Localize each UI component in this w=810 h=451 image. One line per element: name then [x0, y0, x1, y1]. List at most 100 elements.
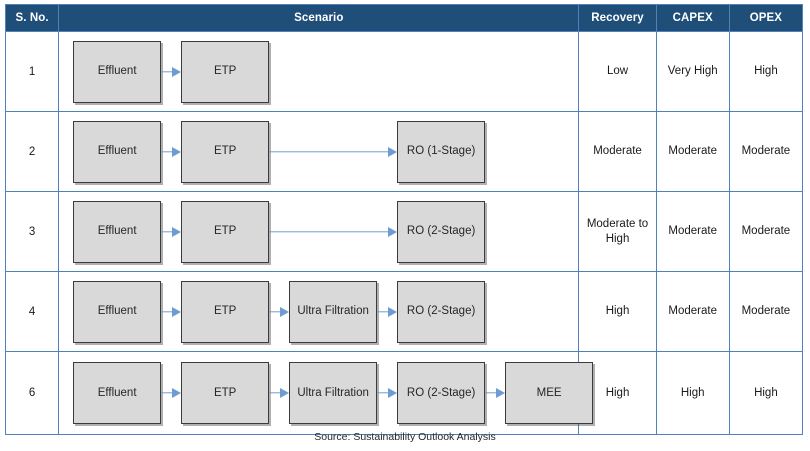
process-node-label: ETP	[213, 305, 237, 318]
process-node-label: ETP	[213, 225, 237, 238]
arrow-shaft	[269, 392, 282, 394]
flow-arrow-icon	[161, 387, 182, 399]
process-node-label: Effluent	[97, 305, 137, 318]
process-node-label: RO (2-Stage)	[406, 225, 476, 238]
arrow-head	[496, 388, 506, 398]
cell-serial-number: 4	[4, 271, 60, 352]
cell-capex: Very High	[655, 31, 730, 112]
process-node: Effluent	[73, 40, 162, 103]
header-cell-capex: CAPEX	[655, 4, 730, 32]
process-node: ETP	[181, 120, 270, 183]
process-flow: Effluent ETP RO (2-Stage)	[59, 192, 578, 271]
header-cell-recovery: Recovery	[578, 4, 657, 32]
table-row: 2 Effluent ETP RO (1-Stage) Moderate Moderate…	[4, 111, 804, 192]
flow-arrow-icon	[269, 306, 290, 318]
arrow-shaft	[269, 230, 390, 233]
flow-arrow-icon	[485, 387, 506, 399]
cell-scenario-flow: Effluent ETP RO (1-Stage)	[58, 111, 580, 192]
arrow-head	[172, 388, 182, 398]
process-node: Effluent	[73, 280, 162, 343]
arrow-shaft	[269, 150, 390, 153]
process-node: Ultra Filtration	[289, 280, 378, 343]
cell-opex: High	[728, 31, 804, 112]
arrow-head	[388, 306, 398, 317]
process-node-label: ETP	[213, 145, 237, 158]
arrow-shaft	[161, 70, 174, 73]
cell-opex: Moderate	[728, 111, 804, 192]
source-caption: Source: Sustainability Outlook Analysis	[314, 431, 496, 443]
process-node-label: MEE	[536, 386, 562, 399]
process-node: ETP	[181, 362, 270, 424]
process-node: ETP	[181, 40, 270, 103]
table-row: 6 Effluent ETP Ultra Filtration RO (2-Stage)…	[4, 351, 804, 435]
flow-arrow-icon	[161, 146, 182, 158]
flow-arrow-icon	[377, 306, 398, 318]
process-node: Effluent	[73, 200, 162, 263]
process-flow: Effluent ETP Ultra Filtration RO (2-Stage)	[59, 272, 578, 351]
cell-serial-number: 2	[4, 111, 60, 192]
header-cell-sno: S. No.	[4, 4, 60, 32]
process-node: RO (2-Stage)	[397, 362, 486, 424]
process-node-label: ETP	[213, 65, 237, 78]
process-node-label: RO (2-Stage)	[406, 386, 476, 399]
process-node-label: RO (2-Stage)	[406, 305, 476, 318]
cell-scenario-flow: Effluent ETP Ultra Filtration RO (2-Stage) M…	[58, 351, 594, 435]
cell-scenario-flow: Effluent ETP Ultra Filtration RO (2-Stage)	[58, 271, 580, 352]
process-node: ETP	[181, 280, 270, 343]
cell-scenario-flow: Effluent ETP	[58, 31, 580, 112]
process-node: MEE	[505, 362, 594, 424]
cell-serial-number: 6	[4, 351, 60, 435]
table-row: 3 Effluent ETP RO (2-Stage) Moderate to High…	[4, 191, 804, 272]
process-node-label: RO (1-Stage)	[406, 145, 476, 158]
process-node-label: Effluent	[97, 65, 137, 78]
process-node-label: Ultra Filtration	[297, 305, 369, 318]
process-node: ETP	[181, 200, 270, 263]
process-node: Effluent	[73, 120, 162, 183]
arrow-head	[172, 146, 182, 157]
cell-scenario-flow: Effluent ETP RO (2-Stage)	[58, 191, 580, 272]
flow-arrow-icon	[161, 226, 182, 238]
arrow-head	[388, 226, 398, 237]
arrow-shaft	[161, 392, 174, 394]
process-node-label: ETP	[213, 386, 237, 399]
cell-recovery: Moderate	[578, 111, 657, 192]
process-node: Effluent	[73, 362, 162, 424]
arrow-head	[280, 306, 290, 317]
process-node-label: Effluent	[97, 145, 137, 158]
arrow-shaft	[485, 392, 498, 394]
header-cell-scenario: Scenario	[58, 4, 580, 32]
arrow-head	[172, 306, 182, 317]
flow-arrow-icon	[377, 387, 398, 399]
cell-opex: Moderate	[728, 271, 804, 352]
cell-serial-number: 3	[4, 191, 60, 272]
arrow-head	[172, 66, 182, 77]
process-node-label: Effluent	[97, 225, 137, 238]
process-node-label: Effluent	[97, 386, 137, 399]
flow-arrow-icon	[161, 306, 182, 318]
table-row: 4 Effluent ETP Ultra Filtration RO (2-Stage)…	[4, 271, 804, 352]
process-flow: Effluent ETP Ultra Filtration RO (2-Stage) M…	[59, 352, 594, 434]
cell-capex: High	[655, 351, 730, 435]
cell-opex: High	[728, 351, 804, 435]
arrow-shaft	[161, 150, 174, 153]
cell-recovery: Moderate to High	[578, 191, 657, 272]
process-node-label: Ultra Filtration	[297, 386, 369, 399]
process-node: RO (2-Stage)	[397, 280, 486, 343]
cell-capex: Moderate	[655, 271, 730, 352]
cell-capex: Moderate	[655, 191, 730, 272]
arrow-head	[280, 388, 290, 398]
cell-recovery: High	[578, 271, 657, 352]
arrow-shaft	[269, 310, 282, 313]
flow-arrow-icon	[161, 66, 182, 78]
process-node: RO (2-Stage)	[397, 200, 486, 263]
arrow-head	[388, 388, 398, 398]
header-cell-opex: OPEX	[728, 4, 804, 32]
arrow-head	[388, 146, 398, 157]
arrow-shaft	[377, 310, 390, 313]
cell-recovery: Low	[578, 31, 657, 112]
